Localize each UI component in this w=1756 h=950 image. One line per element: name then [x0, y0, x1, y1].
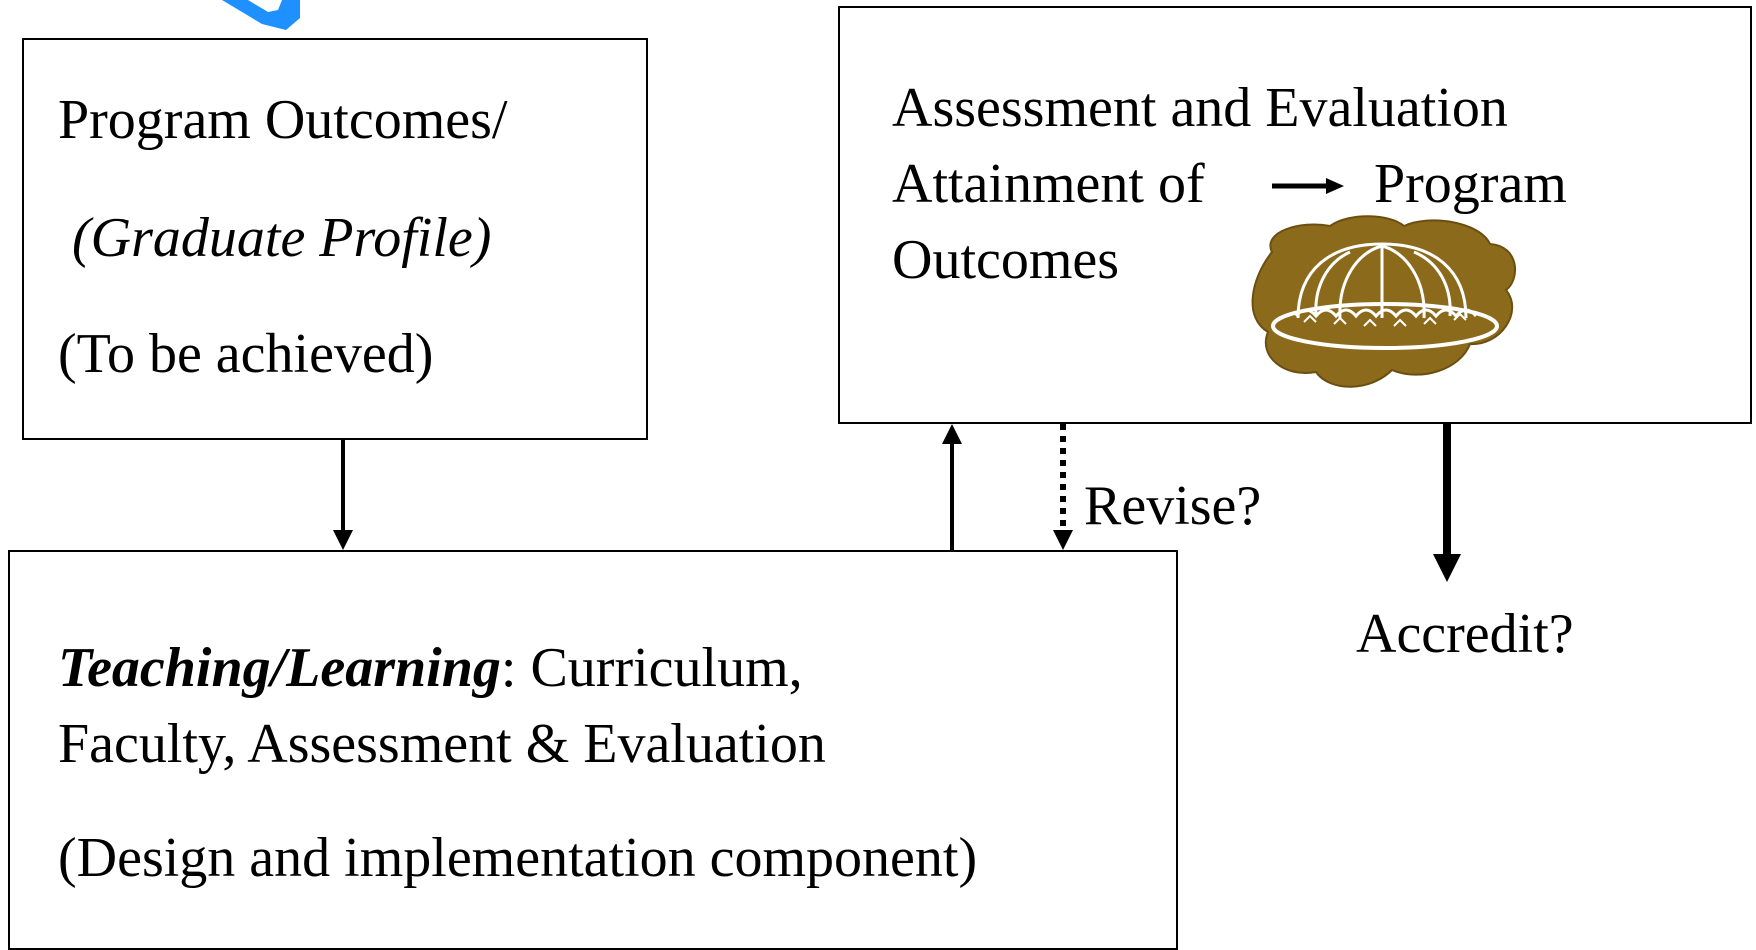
graduate-profile-label: (Graduate Profile) [72, 207, 492, 269]
attainment-label: Attainment of [892, 153, 1205, 215]
accredit-label: Accredit? [1356, 603, 1574, 665]
program-label: Program [1374, 153, 1567, 215]
logo-fragment-icon [222, 0, 300, 30]
outcomes-label: Outcomes [892, 229, 1120, 291]
revise-label: Revise? [1084, 475, 1262, 537]
accredit-arrow [1433, 424, 1461, 582]
revise-dotted-arrow [1053, 424, 1073, 550]
teaching-learning-line: Teaching/Learning: Curriculum, [58, 640, 803, 696]
outcomes-title: Program Outcomes/ [58, 89, 508, 151]
teaching-to-assessment-arrow [942, 424, 962, 550]
program-outcomes-box [22, 38, 648, 440]
pudding-icon [1251, 215, 1517, 388]
outcomes-to-teaching-arrow [333, 440, 353, 550]
teaching-learning-emph: Teaching/Learning [58, 637, 501, 699]
diagram-graphics [222, 0, 1517, 582]
design-implementation-line: (Design and implementation component) [58, 827, 978, 889]
curriculum-label: : Curriculum, [500, 637, 803, 699]
assessment-title: Assessment and Evaluation [892, 77, 1508, 139]
attainment-arrow-icon [1272, 178, 1344, 194]
to-be-achieved-label: (To be achieved) [58, 323, 434, 385]
faculty-line: Faculty, Assessment & Evaluation [58, 713, 826, 775]
